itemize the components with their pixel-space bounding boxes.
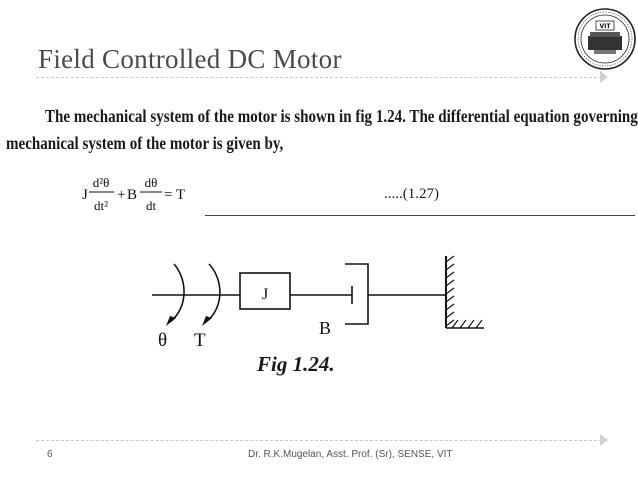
eq-numerator-1: d²θ bbox=[93, 175, 110, 190]
body-line-2: mechanical system of the motor is given … bbox=[6, 133, 284, 153]
label-J: J bbox=[262, 286, 268, 303]
title-divider bbox=[36, 77, 602, 78]
eq-numerator-2: dθ bbox=[145, 175, 158, 190]
label-T: T bbox=[194, 330, 206, 351]
theta-arrowhead-icon bbox=[166, 316, 176, 326]
scanned-textbook-excerpt: The mechanical system of the motor is sh… bbox=[0, 90, 638, 420]
page-number: 6 bbox=[47, 449, 53, 460]
equation-reference: .....(1.27) bbox=[384, 186, 439, 202]
differential-equation: J d²θ dt² + B dθ dt = T bbox=[82, 175, 185, 213]
ground-hatching bbox=[451, 319, 483, 329]
university-seal-logo: VIT bbox=[574, 8, 636, 70]
footer-divider-arrow-icon bbox=[600, 434, 608, 446]
mechanical-system-diagram bbox=[152, 255, 484, 329]
eq-denominator-2: dt bbox=[146, 198, 157, 213]
eq-denominator-1: dt² bbox=[94, 198, 108, 213]
logo-text: VIT bbox=[600, 23, 612, 30]
theta-rotation-arrow bbox=[169, 263, 185, 323]
torque-arrowhead-icon bbox=[202, 316, 212, 326]
equation-and-diagram: J d²θ dt² + B dθ dt = T bbox=[82, 175, 484, 351]
label-theta: θ bbox=[158, 330, 167, 351]
footer-credit: Dr. R.K.Mugelan, Asst. Prof. (Sr), SENSE… bbox=[248, 449, 453, 460]
slide-title: Field Controlled DC Motor bbox=[38, 44, 342, 74]
eq-J: J bbox=[82, 187, 88, 203]
eq-B: B bbox=[127, 187, 137, 203]
figure-caption: Fig 1.24. bbox=[257, 352, 335, 376]
diagram-labels: J B θ T bbox=[158, 286, 331, 351]
eq-plus: + bbox=[117, 187, 125, 203]
inertia-box bbox=[239, 272, 291, 310]
body-line-1: The mechanical system of the motor is sh… bbox=[45, 106, 638, 126]
footer-divider bbox=[36, 440, 602, 441]
title-divider-arrow-icon bbox=[600, 71, 608, 83]
eq-rhs: = T bbox=[164, 187, 185, 203]
equation-underline bbox=[205, 215, 635, 216]
wall-hatching bbox=[445, 255, 455, 327]
torque-rotation-arrow bbox=[205, 263, 221, 323]
damper-cylinder bbox=[345, 263, 369, 325]
label-B: B bbox=[319, 318, 331, 338]
